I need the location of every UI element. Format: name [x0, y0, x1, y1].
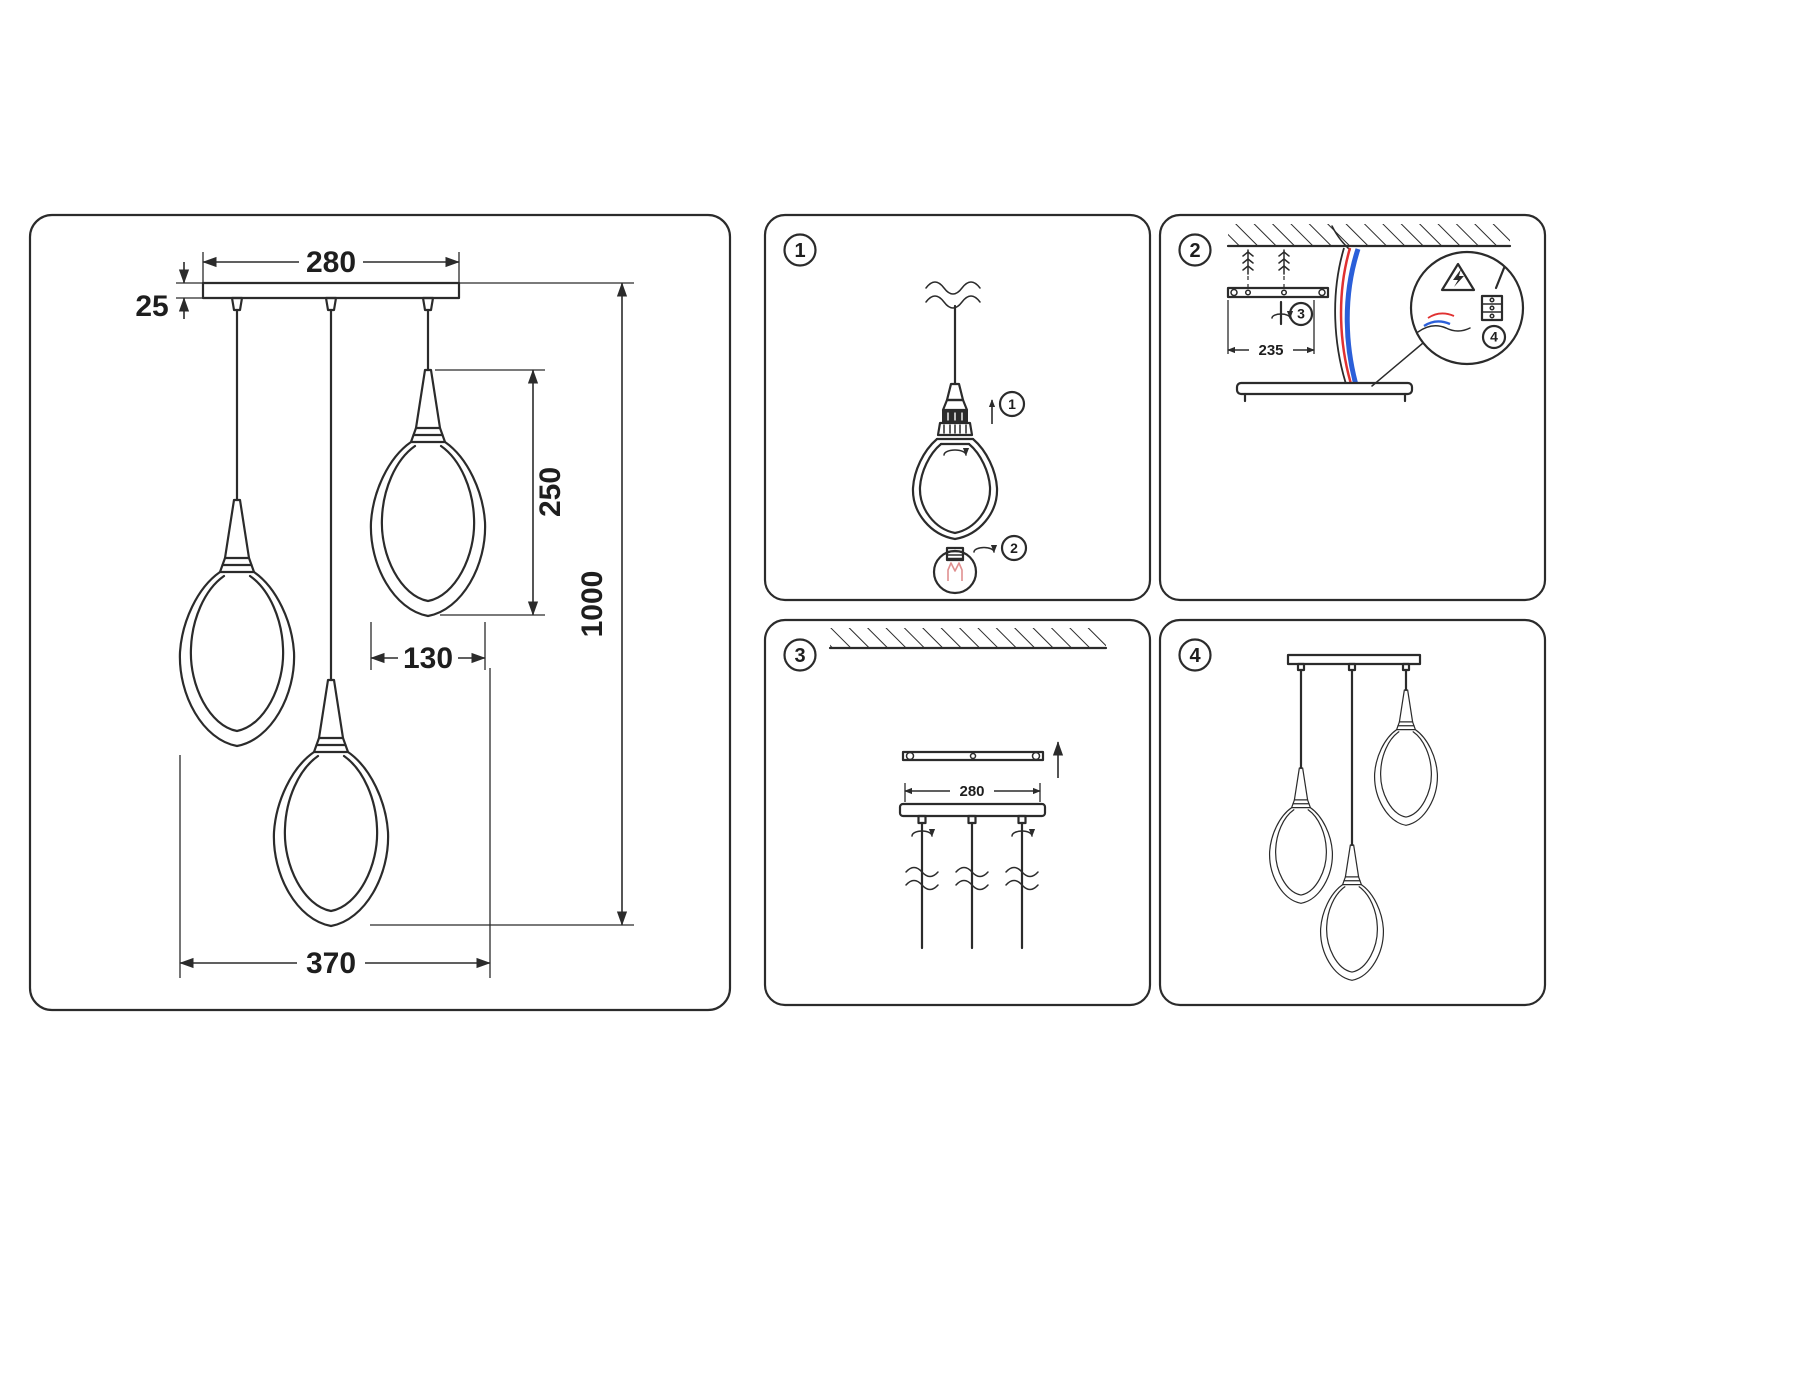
canopy-side-view [1235, 381, 1414, 403]
terminal-block [1480, 294, 1504, 322]
rotate-arrow-icon [943, 447, 970, 456]
panel-step-1 [763, 213, 1152, 602]
light-bulb [932, 546, 978, 595]
ground-wire [1334, 247, 1347, 385]
red-wire [1339, 247, 1353, 385]
callout-install-bulb: 2 [1000, 534, 1028, 562]
canopy [1286, 653, 1422, 666]
callout-attach-shade: 1 [998, 390, 1026, 418]
dim-canopy-width-mount-label: 280 [959, 783, 984, 800]
dim-anchor-spacing: 235 [1227, 300, 1315, 359]
dim-canopy-width-label: 280 [306, 246, 356, 279]
main-drawing: 280 25 250 130 [135, 246, 634, 980]
panel-dimensions [28, 213, 732, 1012]
mounting-bracket [1226, 286, 1330, 299]
dim-total-drop-label: 1000 [576, 571, 609, 638]
dim-canopy-width-mount: 280 [904, 782, 1041, 802]
dim-anchor-spacing-label: 235 [1258, 342, 1283, 359]
glass-shade [911, 437, 999, 541]
threaded-ring [936, 421, 974, 437]
cords [235, 308, 430, 682]
panel3-number: 3 [794, 645, 805, 667]
callout-3-number: 3 [1297, 306, 1305, 322]
dim-total-drop: 1000 [370, 282, 634, 926]
callout-connect-wiring: 4 [1481, 324, 1507, 350]
blue-wire [1344, 248, 1361, 386]
dim-shade-height-label: 250 [534, 467, 567, 517]
mounting-bracket [901, 750, 1045, 762]
wire-squiggle [1417, 325, 1471, 333]
canopy-side-view [898, 802, 1047, 825]
rotate-arrow-icon [973, 544, 998, 553]
cords [1299, 668, 1408, 847]
panel1-badge: 1 [783, 233, 817, 267]
dim-canopy-width: 280 [202, 246, 460, 283]
dim-overall-width: 370 [179, 668, 491, 980]
dim-shade-height: 250 [435, 369, 567, 616]
wire-squiggle-blue [1423, 320, 1451, 328]
dim-shade-width-label: 130 [403, 642, 453, 675]
ceiling-hatch [1228, 224, 1510, 246]
panel1-number: 1 [794, 240, 805, 262]
panel4-number: 4 [1189, 645, 1201, 667]
mains-cable [1331, 225, 1351, 251]
bulb-filament [947, 562, 963, 581]
callout-1-number: 1 [1008, 396, 1016, 412]
screwdriver-icon [1494, 266, 1506, 290]
panel4-badge: 4 [1178, 638, 1212, 672]
callout-2-number: 2 [1010, 540, 1018, 556]
dim-canopy-height: 25 [135, 262, 203, 323]
cords [905, 821, 1039, 950]
cord-break-wave [925, 295, 981, 309]
panel1-drawing: 1 2 [911, 281, 1028, 595]
callout-screw-bracket: 3 [1288, 301, 1314, 327]
wire-squiggle-red [1427, 312, 1455, 319]
dim-overall-width-label: 370 [306, 947, 356, 980]
panel2-drawing: 3 235 [1226, 224, 1525, 403]
warning-triangle-icon [1440, 262, 1476, 292]
ceiling-hatch [830, 628, 1106, 648]
panel2-badge: 2 [1178, 233, 1212, 267]
panel3-drawing: 280 [828, 628, 1108, 950]
callout-4-number: 4 [1490, 329, 1498, 345]
detail-leader-line [1371, 342, 1424, 387]
dim-shade-width: 130 [370, 622, 486, 675]
panel2-number: 2 [1189, 240, 1200, 262]
canopy [201, 281, 461, 312]
panel3-badge: 3 [783, 638, 817, 672]
wiring-detail-circle: 4 [1409, 250, 1525, 366]
panel4-drawing [1268, 653, 1439, 981]
panel-step-2 [1158, 213, 1547, 602]
cord-break-wave [925, 281, 981, 295]
dim-canopy-height-label: 25 [135, 290, 168, 323]
